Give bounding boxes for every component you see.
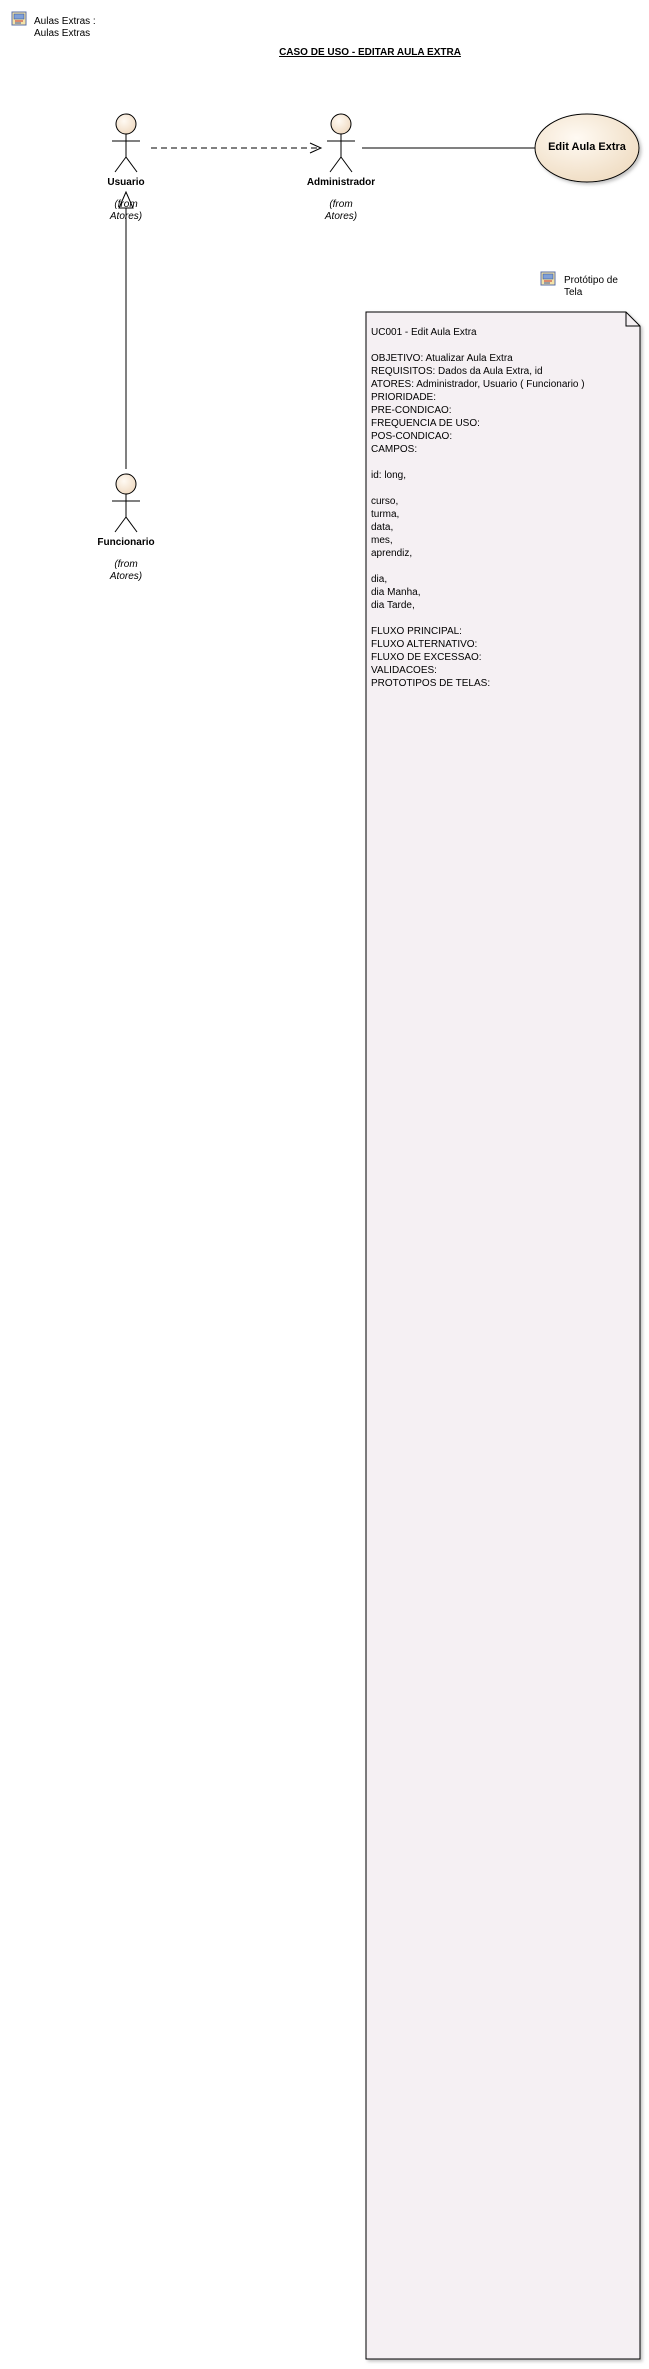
package-diagram-icon[interactable] (540, 271, 556, 286)
actor-usuario-from-line2: Atores) (109, 211, 143, 222)
actor-administrador-from-line2: Atores) (324, 211, 358, 222)
actor-funcionario-from-line2: Atores) (109, 571, 143, 582)
dependency-connector[interactable] (151, 142, 323, 154)
package-link-line1: Aulas Extras : (34, 16, 96, 27)
actor-funcionario-name: Funcionario (97, 537, 155, 548)
prototype-link-line2: Tela (564, 287, 583, 298)
actor-funcionario-from: (from Atores) (76, 559, 176, 583)
note-text: UC001 - Edit Aula Extra OBJETIVO: Atuali… (371, 327, 585, 689)
package-link-line2: Aulas Extras (34, 28, 91, 39)
diagram-title: CASO DE USO - EDITAR AULA EXTRA (279, 47, 461, 58)
note-shape[interactable] (365, 311, 641, 2360)
prototype-link-label[interactable]: Protótipo de Tela (564, 275, 644, 299)
use-case-ellipse[interactable] (534, 113, 640, 183)
package-link-label[interactable]: Aulas Extras : Aulas Extras (34, 16, 154, 40)
actor-usuario-from-line1: (from (114, 199, 138, 210)
actor-usuario-figure[interactable] (112, 113, 140, 173)
actor-administrador-from: (from Atores) (291, 199, 391, 223)
actor-administrador-from-line1: (from (329, 199, 353, 210)
actor-usuario-from: (from Atores) (76, 199, 176, 223)
actor-administrador-name: Administrador (306, 177, 376, 188)
prototype-link-line1: Protótipo de (564, 275, 618, 286)
package-diagram-icon[interactable] (11, 11, 27, 26)
use-case-label: Edit Aula Extra (548, 141, 626, 153)
actor-funcionario-from-line1: (from (114, 559, 138, 570)
generalization-connector[interactable] (118, 190, 134, 469)
actor-administrador-figure[interactable] (327, 113, 355, 173)
actor-usuario-name: Usuario (107, 177, 145, 188)
actor-funcionario-figure[interactable] (112, 473, 140, 533)
